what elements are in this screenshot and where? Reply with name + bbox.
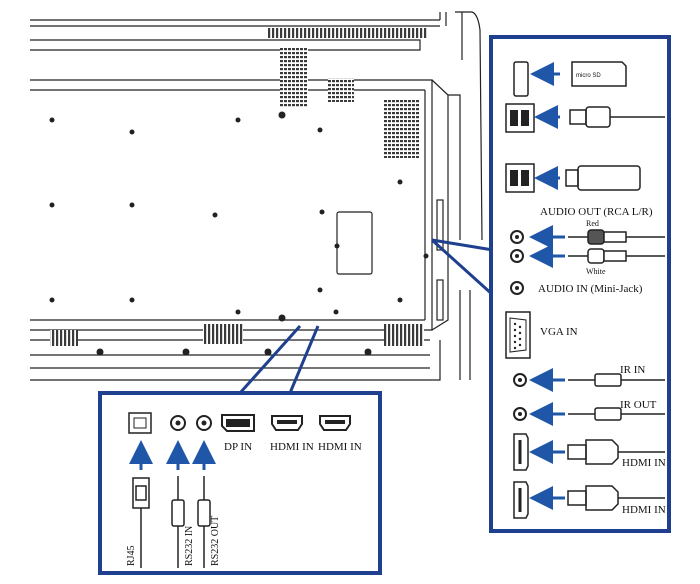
right-callout: micro SD AUDIO OUT (RCA L/R) Red (430, 35, 671, 533)
rca-plug-icon (568, 229, 665, 264)
svg-text:micro SD: micro SD (576, 73, 601, 79)
red-label: Red (586, 219, 599, 228)
vent-grilles (50, 28, 428, 346)
minijack-icon (568, 407, 665, 421)
hdmi-in-label: HDMI IN (318, 441, 362, 453)
hdmi-port (271, 415, 303, 431)
ir-in-label: IR IN (620, 364, 645, 376)
rs232-out-jack (196, 415, 212, 431)
screw-holes (49, 111, 429, 356)
rs232-out-label: RS232 OUT (210, 516, 221, 566)
microsd-slot (513, 61, 529, 97)
microsd-card-icon: micro SD (571, 61, 627, 87)
hdmi-in-label: HDMI IN (622, 504, 666, 516)
minijack-icon (171, 476, 185, 568)
rca-jack-white (510, 249, 524, 263)
bottom-callout: DP IN HDMI IN HDMI IN RJ45 RS232 IN RS23… (98, 324, 382, 575)
audio-out-label: AUDIO OUT (RCA L/R) (540, 206, 653, 218)
usb-stick-icon (565, 165, 641, 191)
hdmi-port (513, 481, 529, 519)
ir-in-jack (513, 373, 527, 387)
dp-port (221, 414, 255, 432)
hdmi-in-label: HDMI IN (270, 441, 314, 453)
dp-in-label: DP IN (224, 441, 252, 453)
rca-jack-red (510, 230, 524, 244)
minijack-icon (197, 476, 211, 568)
vga-port-icon (505, 311, 531, 359)
rs232-in-jack (170, 415, 186, 431)
rs232-in-label: RS232 IN (184, 526, 195, 566)
rj45-plug-icon (132, 477, 150, 568)
hdmi-plug-icon (567, 439, 665, 465)
ir-out-label: IR OUT (620, 399, 657, 411)
audio-in-label: AUDIO IN (Mini-Jack) (538, 283, 643, 295)
rj45-port (128, 412, 152, 434)
minijack-icon (568, 373, 665, 387)
vga-label: VGA IN (540, 326, 578, 338)
rj45-label: RJ45 (126, 545, 137, 566)
hdmi-plug-icon (567, 485, 665, 511)
white-label: White (586, 267, 606, 276)
hdmi-in-label: HDMI IN (622, 457, 666, 469)
ir-out-jack (513, 407, 527, 421)
audio-in-jack (510, 281, 524, 295)
hdmi-port (513, 433, 529, 471)
monitor-back (30, 11, 483, 381)
hdmi-port (319, 415, 351, 431)
usb-cable-icon (569, 106, 665, 128)
